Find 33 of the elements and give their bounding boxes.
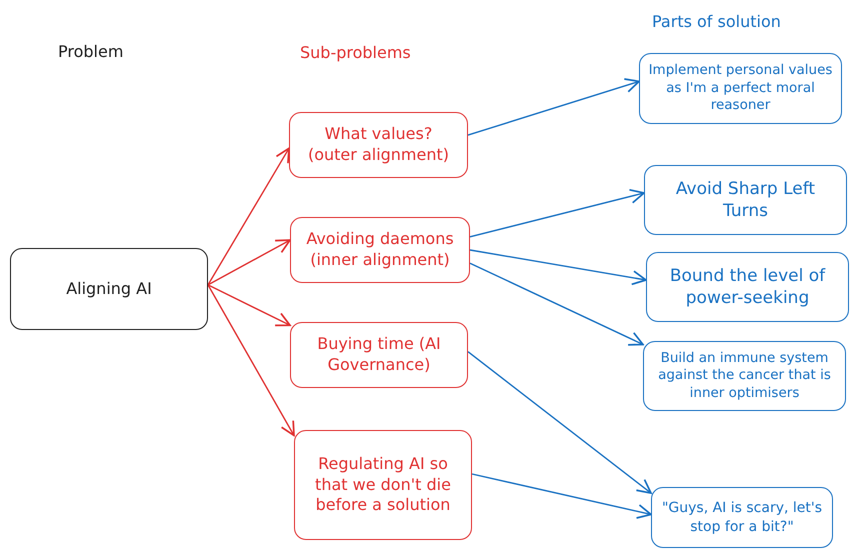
node-text: "Guys, AI is scary, let's stop for a bit?" — [660, 499, 824, 536]
node-box — [651, 487, 833, 548]
node-box — [10, 248, 208, 330]
node-text: Avoid Sharp Left Turns — [674, 178, 816, 222]
node-box — [289, 112, 468, 178]
arrow — [468, 351, 652, 494]
arrow — [470, 262, 644, 346]
node-box — [644, 165, 847, 235]
node-text: Aligning AI — [66, 278, 152, 300]
arrow — [208, 284, 291, 326]
node-text: Implement personal values as I'm a perfect moral reasoner — [648, 62, 833, 115]
node-text: Build an immune system against the cancer that is inner optimisers — [657, 350, 832, 402]
node-text: Buying time (AI Governance) — [316, 334, 442, 376]
arrow — [470, 188, 645, 238]
node-box — [646, 252, 849, 322]
arrow — [207, 284, 295, 436]
node-text: What values? (outer alignment) — [306, 124, 450, 166]
node-text: Bound the level of power-seeking — [668, 264, 826, 310]
node-text: Avoiding daemons (inner alignment) — [305, 229, 455, 271]
node-box — [639, 53, 842, 124]
column-heading: Parts of solution — [652, 12, 781, 31]
node-text: Regulating AI so that we don't die before a solution — [314, 454, 452, 516]
node-box — [294, 430, 472, 540]
node-box — [643, 341, 846, 411]
node-box — [290, 217, 470, 283]
arrow — [472, 473, 652, 519]
arrow — [470, 249, 647, 286]
column-heading: Problem — [58, 42, 124, 61]
node-box — [290, 322, 468, 388]
arrow — [207, 147, 290, 286]
arrow — [208, 239, 291, 286]
column-heading: Sub-problems — [300, 43, 411, 62]
arrow — [468, 78, 640, 136]
